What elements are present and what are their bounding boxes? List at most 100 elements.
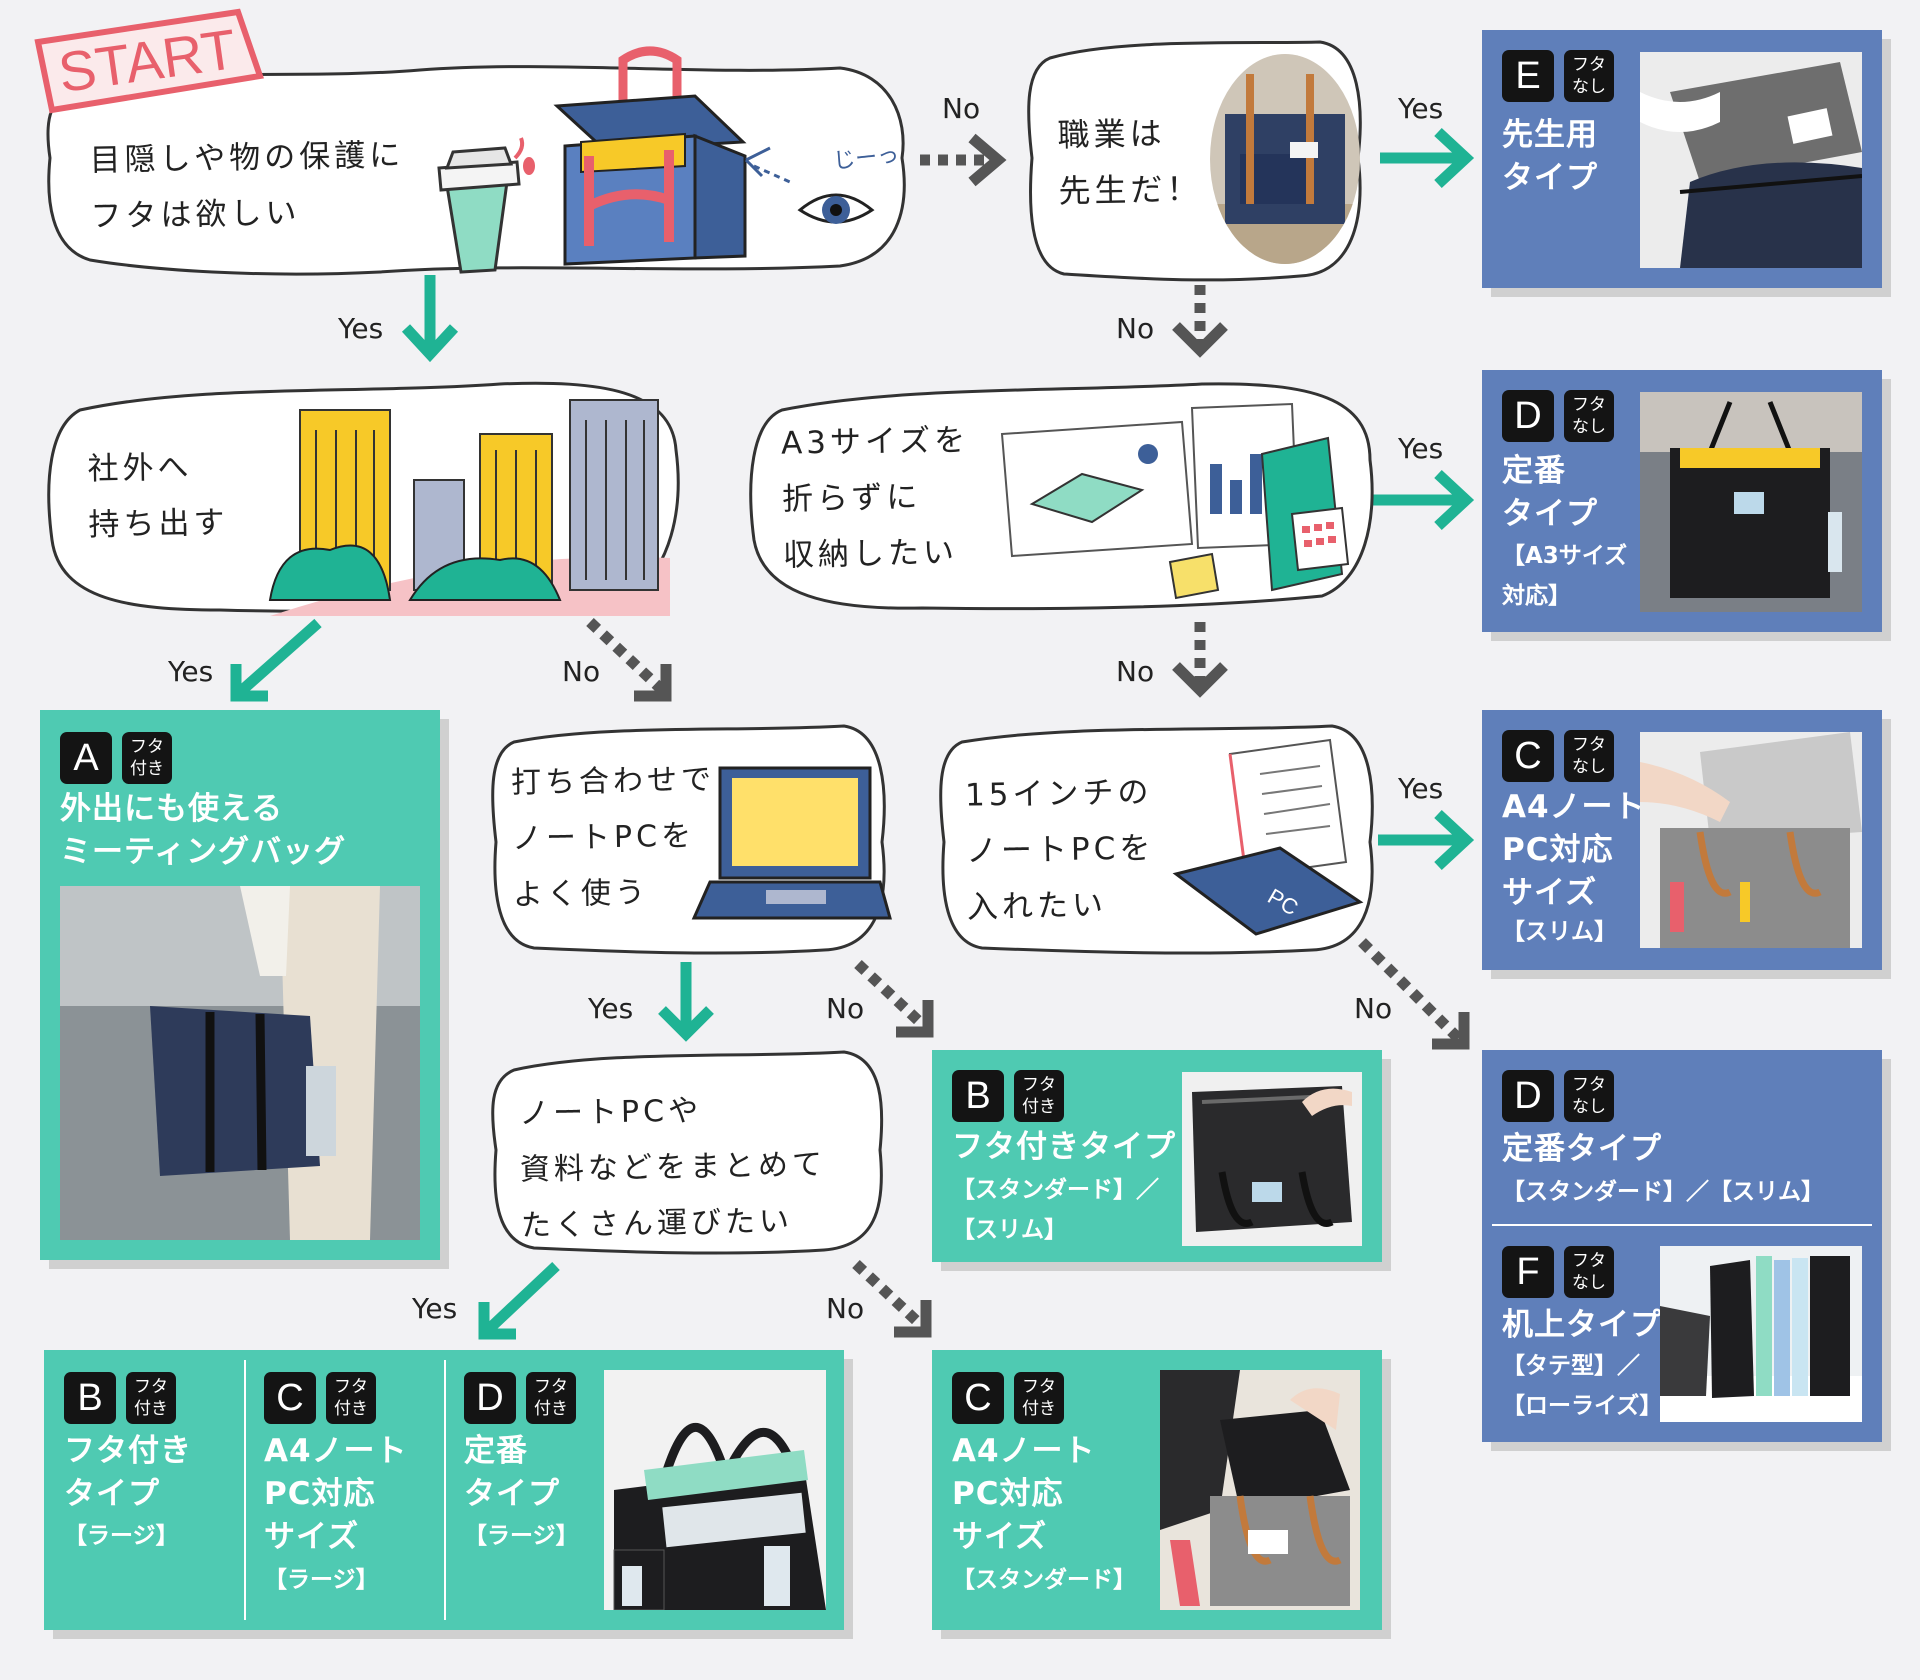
result-card-b-large[interactable]: B フタ付き フタ付きタイプ 【ラージ】 — [44, 1350, 244, 1630]
label-q1-no: No — [942, 92, 981, 125]
no-lid-badge: フタなし — [1564, 1246, 1614, 1298]
result-letter: D — [1502, 1070, 1554, 1122]
result-letter: B — [64, 1372, 116, 1424]
result-title: フタ付きタイプ — [952, 1129, 1176, 1165]
no-lid-badge: フタなし — [1564, 730, 1614, 782]
question-bubble-lid: 目隠しや物の保護に フタは欲しい じーっ — [40, 46, 915, 280]
question-bubble-meeting-pc: 打ち合わせで ノートPCを よく使う — [484, 712, 896, 962]
with-lid-badge: フタ付き — [126, 1372, 176, 1424]
result-letter: C — [1502, 730, 1554, 782]
standard-pc-bag-product-photo — [1160, 1370, 1360, 1610]
a3-bag-product-photo — [1640, 392, 1862, 612]
notebook-pc-icon: PC — [1172, 738, 1364, 936]
result-title: 定番タイプ — [1502, 453, 1598, 532]
teacher-bag-photo — [1210, 54, 1360, 264]
result-subtitle: 【スタンダード】／【スリム】 — [952, 1177, 1159, 1243]
label-q4-yes: Yes — [1398, 432, 1444, 465]
arrow-q4-to-d-a3-yes — [1368, 469, 1475, 531]
result-subtitle: 【スタンダード】／【スリム】 — [1502, 1179, 1824, 1205]
result-letter: C — [264, 1372, 316, 1424]
question-text: 職業は 先生だ！ — [1057, 114, 1203, 211]
card-divider — [244, 1360, 246, 1620]
with-lid-badge: フタ付き — [122, 732, 172, 784]
meeting-bag-product-photo — [60, 886, 420, 1240]
result-title: 定番タイプ — [464, 1433, 560, 1512]
label-q3-yes: Yes — [168, 655, 214, 688]
with-lid-badge: フタ付き — [1014, 1372, 1064, 1424]
arrow-q4-to-q6-no — [1172, 622, 1228, 698]
label-q3-no: No — [562, 655, 601, 688]
no-lid-badge: フタなし — [1564, 50, 1614, 102]
result-letter: D — [1502, 390, 1554, 442]
result-subtitle: 【スタンダード】 — [952, 1567, 1136, 1593]
no-lid-badge: フタなし — [1564, 1070, 1614, 1122]
result-card-a-meeting[interactable]: A フタ付き 外出にも使えるミーティングバッグ — [40, 710, 440, 1260]
arrow-q1-to-q2-no — [920, 133, 1007, 187]
question-bubble-a3: A3サイズを 折らずに 収納したい — [742, 370, 1380, 620]
result-subtitle: 【スリム】 — [1502, 919, 1617, 945]
result-card-b-standard[interactable]: B フタ付き フタ付きタイプ 【スタンダード】／【スリム】 — [932, 1050, 1382, 1262]
coffee-cup-icon — [437, 137, 535, 274]
arrow-q7-to-c-std-no — [852, 1259, 932, 1338]
label-q4-no: No — [1116, 655, 1155, 688]
eye-icon — [744, 146, 875, 224]
result-card-group-d-f: D フタなし 定番タイプ 【スタンダード】／【スリム】 F フタなし 机上タイプ… — [1482, 1050, 1882, 1442]
question-bubble-outside: 社外へ 持ち出す — [40, 370, 688, 620]
label-q7-yes: Yes — [412, 1292, 458, 1325]
with-lid-badge: フタ付き — [1014, 1070, 1064, 1122]
question-bubble-15inch: 15インチの ノートPCを 入れたい PC — [932, 712, 1380, 962]
question-text: 15インチの ノートPCを 入れたい — [964, 774, 1155, 926]
arrow-q6-to-c-slim-yes — [1378, 809, 1475, 871]
no-lid-badge: フタなし — [1564, 390, 1614, 442]
result-subtitle: 【ラージ】 — [264, 1567, 379, 1593]
arrow-q3-to-q5-no — [586, 618, 672, 702]
result-title: 定番タイプ — [1502, 1131, 1662, 1167]
question-text: ノートPCや 資料などをまとめて たくさん運びたい — [518, 1093, 827, 1244]
result-subtitle: 【ラージ】 — [64, 1523, 179, 1549]
label-q2-no: No — [1116, 312, 1155, 345]
label-q5-yes: Yes — [588, 992, 634, 1025]
slim-pc-bag-product-photo — [1640, 732, 1862, 948]
result-title: 先生用タイプ — [1502, 117, 1598, 196]
result-card-d-large[interactable]: D フタ付き 定番タイプ 【ラージ】 — [444, 1350, 844, 1630]
result-letter: B — [952, 1070, 1004, 1122]
desktop-stand-product-photo — [1660, 1246, 1862, 1422]
label-q6-yes: Yes — [1398, 772, 1444, 805]
result-subtitle: 【ラージ】 — [464, 1523, 579, 1549]
large-bag-product-photo — [604, 1370, 826, 1610]
laptop-icon — [691, 766, 892, 920]
city-buildings-icon — [268, 399, 670, 616]
question-text: 社外へ 持ち出す — [87, 449, 229, 544]
result-subtitle: 【タテ型】／【ローライズ】 — [1502, 1353, 1663, 1419]
question-bubble-teacher: 職業は 先生だ！ — [1020, 28, 1368, 288]
label-q5-no: No — [826, 992, 865, 1025]
label-q2-yes: Yes — [1398, 92, 1444, 125]
lidded-bag-icon — [553, 46, 747, 266]
result-letter: D — [464, 1372, 516, 1424]
documents-folder-icon — [1000, 402, 1350, 600]
arrow-q7-to-large-yes — [478, 1261, 560, 1340]
result-subtitle: 【A3サイズ対応】 — [1502, 543, 1628, 609]
result-letter: A — [60, 732, 112, 784]
result-title: フタ付きタイプ — [64, 1433, 192, 1512]
result-card-d-a3[interactable]: D フタなし 定番タイプ 【A3サイズ対応】 — [1482, 370, 1882, 632]
question-text: 打ち合わせで ノートPCを よく使う — [510, 762, 716, 913]
result-letter: F — [1502, 1246, 1554, 1298]
teacher-bag-product-photo — [1640, 52, 1862, 268]
card-divider — [1492, 1224, 1872, 1226]
question-text: 目隠しや物の保護に フタは欲しい — [89, 137, 405, 235]
arrow-q5-to-q7-yes — [658, 962, 714, 1042]
arrow-q6-to-d-std-no — [1358, 938, 1470, 1050]
result-card-e-teacher[interactable]: E フタなし 先生用タイプ — [1482, 30, 1882, 288]
result-letter: C — [952, 1372, 1004, 1424]
with-lid-badge: フタ付き — [326, 1372, 376, 1424]
result-title: 机上タイプ — [1502, 1307, 1662, 1343]
arrow-q3-to-a-yes — [230, 618, 322, 702]
